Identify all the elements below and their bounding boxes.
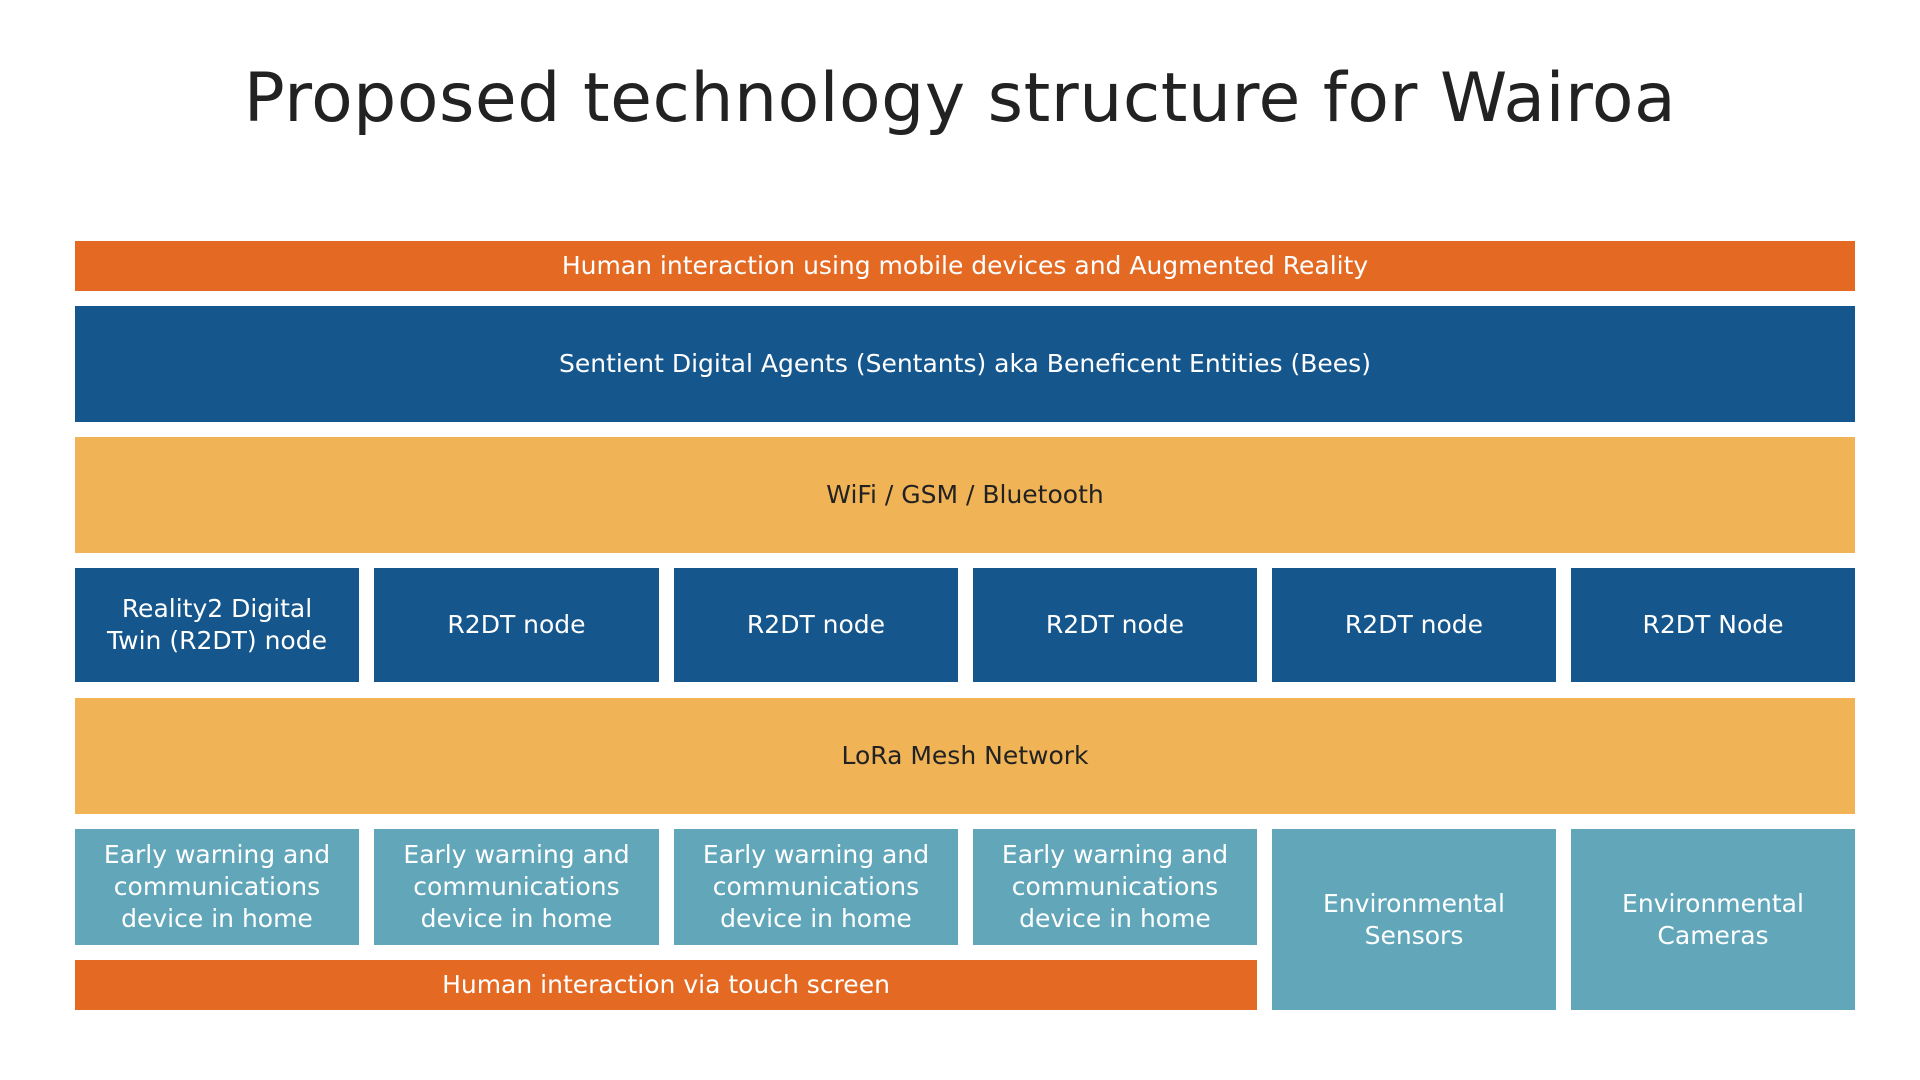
r2dt-node-3: R2DT node <box>674 568 958 682</box>
r2dt-node-6: R2DT Node <box>1571 568 1855 682</box>
home-device-3: Early warning and communications device … <box>674 829 958 945</box>
touch-screen-layer: Human interaction via touch screen <box>75 960 1257 1010</box>
sentient-agents-layer: Sentient Digital Agents (Sentants) aka B… <box>75 306 1855 422</box>
r2dt-node-4: R2DT node <box>973 568 1257 682</box>
wireless-layer: WiFi / GSM / Bluetooth <box>75 437 1855 553</box>
home-device-4: Early warning and communications device … <box>973 829 1257 945</box>
page-title: Proposed technology structure for Wairoa <box>243 59 1677 138</box>
lora-mesh-layer: LoRa Mesh Network <box>75 698 1855 814</box>
environmental-cameras: Environmental Cameras <box>1571 829 1855 1010</box>
r2dt-node-1: Reality2 Digital Twin (R2DT) node <box>75 568 359 682</box>
r2dt-node-2: R2DT node <box>374 568 659 682</box>
human-interaction-ar-layer: Human interaction using mobile devices a… <box>75 241 1855 291</box>
environmental-sensors: Environmental Sensors <box>1272 829 1556 1010</box>
r2dt-node-5: R2DT node <box>1272 568 1556 682</box>
home-device-2: Early warning and communications device … <box>374 829 659 945</box>
home-device-1: Early warning and communications device … <box>75 829 359 945</box>
